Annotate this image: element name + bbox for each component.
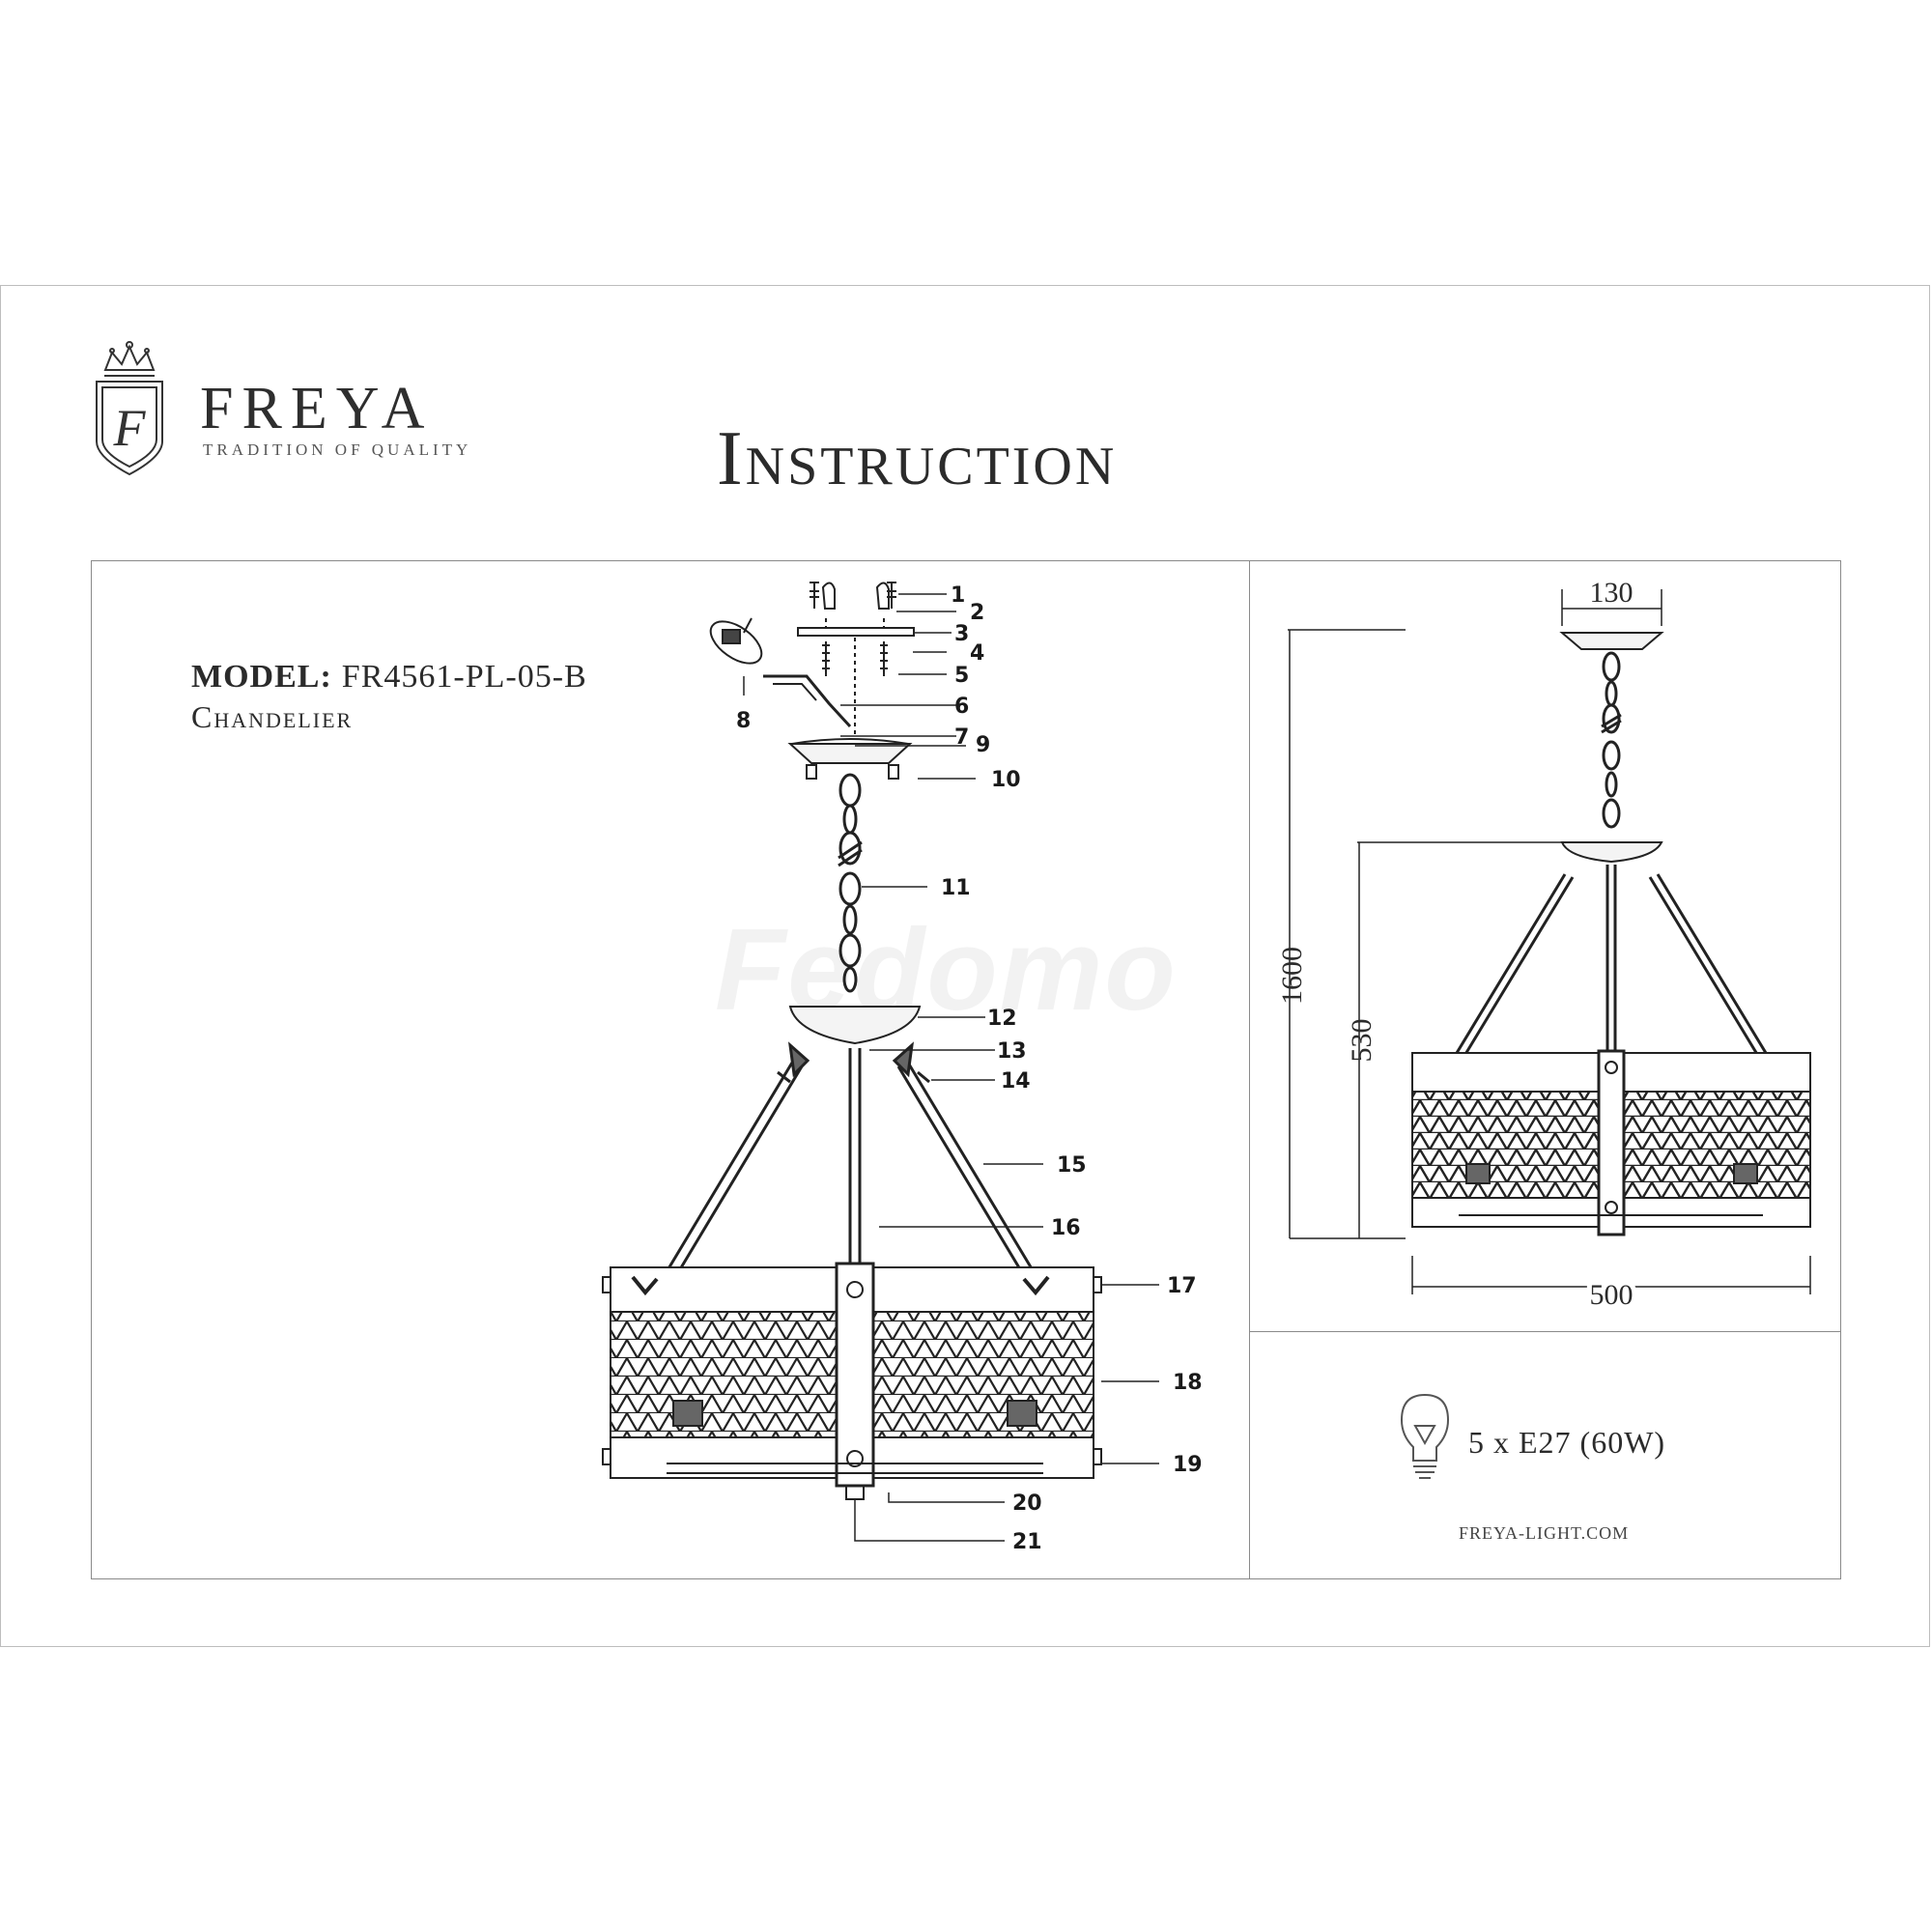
callout-20: 20 (1012, 1492, 1042, 1516)
callout-5: 5 (954, 664, 969, 688)
callout-21: 21 (1012, 1530, 1042, 1554)
lattice-shade (602, 1262, 1102, 1500)
callout-15: 15 (1057, 1153, 1087, 1178)
terminal-block (709, 617, 852, 728)
website: FREYA-LIGHT.COM (1459, 1523, 1630, 1543)
dim-total-height: 1600 (1276, 947, 1308, 1005)
light-bulb-icon (1400, 1393, 1450, 1479)
callout-2: 2 (970, 601, 984, 625)
suspension-arms (663, 1041, 1037, 1280)
callout-6: 6 (954, 695, 969, 719)
callout-1: 1 (951, 583, 965, 608)
callout-3: 3 (954, 622, 969, 646)
bar-screws (822, 641, 888, 676)
callout-numbers: 1 2 3 4 5 6 7 8 9 10 11 12 13 14 15 16 1… (736, 583, 1203, 1554)
product-type: Chandelier (191, 699, 354, 734)
callout-12: 12 (987, 1007, 1017, 1031)
callout-18: 18 (1173, 1371, 1203, 1395)
callout-14: 14 (1001, 1069, 1031, 1094)
instruction-sheet (0, 285, 1930, 1647)
crest-crown-icon: F (96, 341, 163, 476)
brand-name: FREYA (200, 376, 434, 441)
callout-4: 4 (970, 641, 984, 666)
svg-text:F: F (113, 399, 147, 457)
horizontal-divider (1249, 1331, 1841, 1332)
callout-16: 16 (1051, 1216, 1081, 1240)
vertical-divider (1249, 560, 1250, 1579)
model-line: MODEL:FR4561-PL-05-B (191, 659, 587, 696)
callout-8: 8 (736, 709, 751, 733)
ceiling-screws (810, 582, 896, 610)
callout-7: 7 (954, 725, 969, 750)
callout-11: 11 (941, 876, 971, 900)
mounting-bar (797, 627, 915, 637)
brand-tagline: TRADITION OF QUALITY (203, 440, 472, 459)
callout-19: 19 (1173, 1453, 1203, 1477)
callout-10: 10 (991, 768, 1021, 792)
model-label: MODEL: (191, 659, 332, 695)
dim-body-height: 530 (1346, 1019, 1378, 1063)
bulb-spec: 5 x E27 (60W) (1468, 1425, 1666, 1460)
callout-9: 9 (976, 733, 990, 757)
callout-17: 17 (1167, 1274, 1197, 1298)
dim-width: 500 (1590, 1279, 1634, 1311)
callout-13: 13 (997, 1039, 1027, 1064)
model-value: FR4561-PL-05-B (341, 659, 587, 695)
content-frame (91, 560, 1841, 1579)
dim-top-width: 130 (1590, 577, 1634, 609)
page-title: Instruction (717, 416, 1118, 501)
suspension-chain (838, 773, 863, 993)
ceiling-canopy (787, 743, 913, 764)
lower-canopy (788, 1006, 922, 1045)
callout-leaders (743, 593, 1159, 1542)
